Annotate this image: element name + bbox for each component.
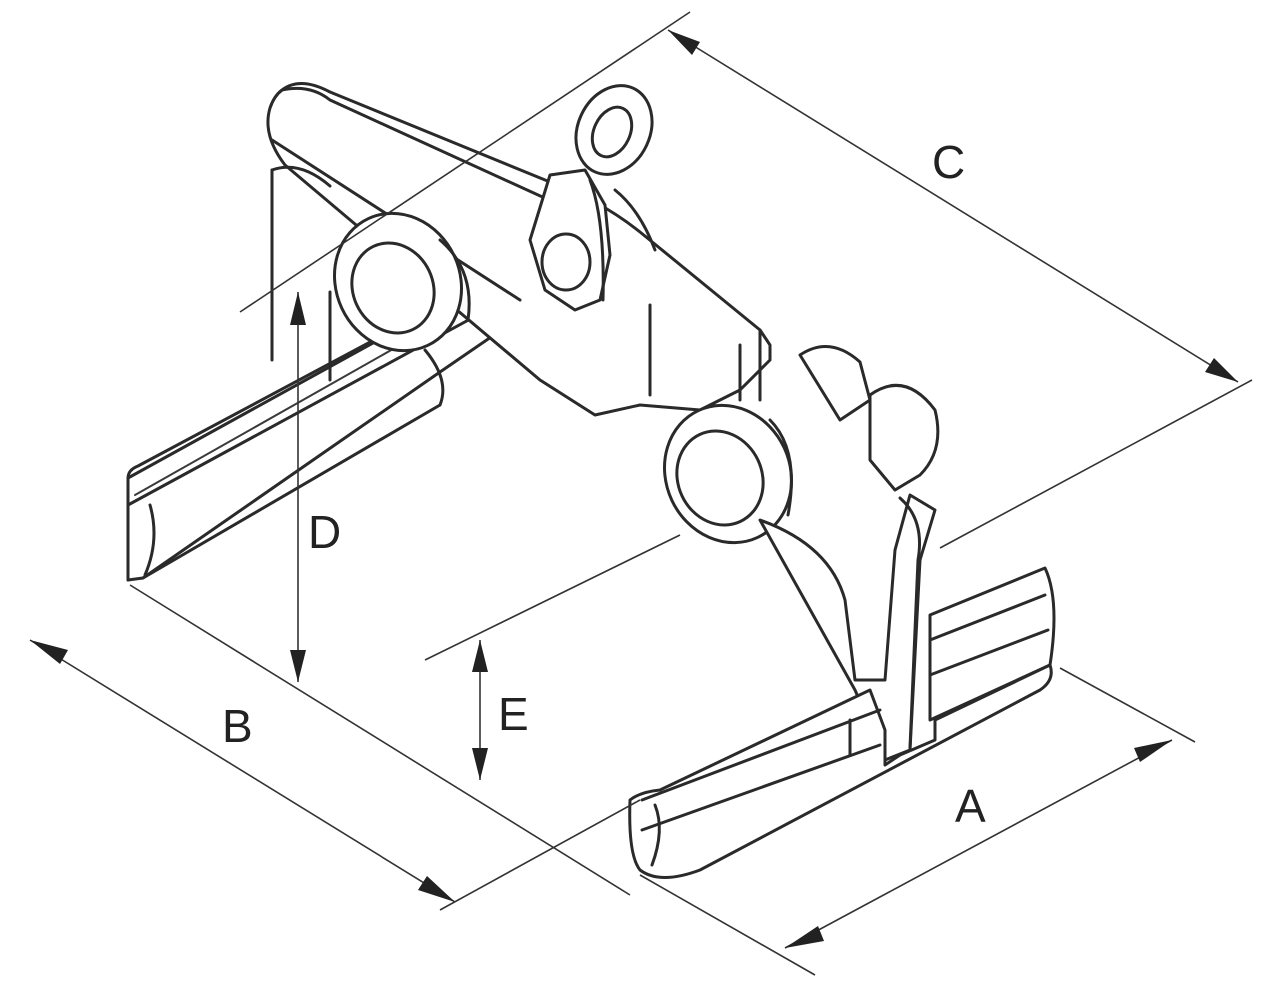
rear-roller <box>332 211 471 353</box>
lifting-eye <box>528 84 657 312</box>
front-roller <box>662 403 794 545</box>
dimension-label-e: E <box>498 688 529 740</box>
dimension-label-c: C <box>932 136 965 188</box>
front-leg <box>758 493 937 762</box>
dimension-lines <box>29 11 1253 976</box>
side-rollers <box>798 345 940 492</box>
dimension-label-a: A <box>955 780 986 832</box>
front-foot <box>628 566 1056 879</box>
dimension-label-d: D <box>308 506 341 558</box>
dimension-labels: C D B E A <box>222 136 986 832</box>
dimension-label-b: B <box>222 700 253 752</box>
dimension-arrows <box>30 30 1238 948</box>
